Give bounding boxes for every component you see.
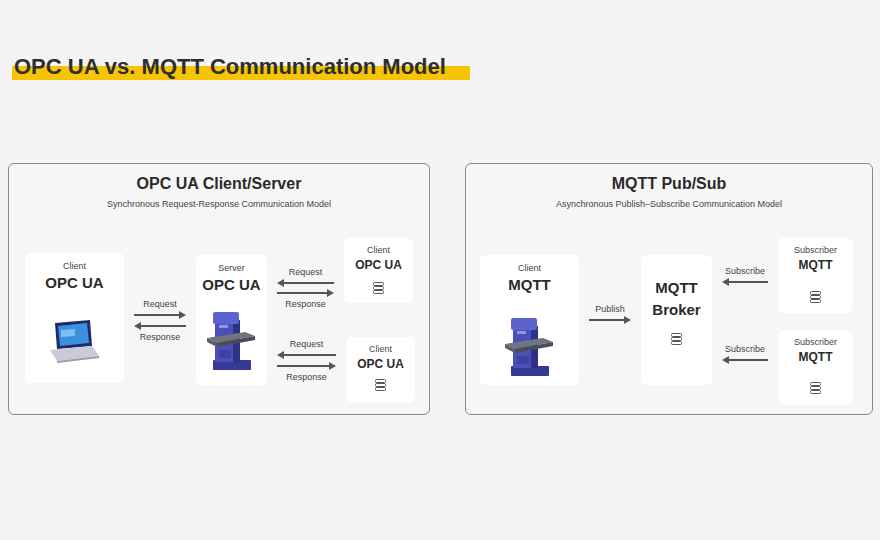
node-protocol: OPC UA bbox=[346, 357, 415, 372]
message-arrow bbox=[277, 351, 336, 359]
node-protocol: MQTT bbox=[778, 350, 853, 365]
message-arrow bbox=[277, 289, 334, 297]
node-protocol: OPC UA bbox=[344, 258, 413, 273]
device-card: ServerOPC UA bbox=[196, 255, 267, 385]
arrow-head bbox=[722, 356, 729, 364]
arrow-line bbox=[277, 292, 328, 294]
diagram-title: OPC UA vs. MQTT Communication Model bbox=[14, 53, 446, 81]
device-card: ClientOPC UA bbox=[344, 238, 413, 303]
node-role: Client bbox=[346, 343, 415, 355]
message-arrow bbox=[277, 362, 336, 370]
message-arrow bbox=[134, 322, 186, 330]
panel-heading: OPC UA Client/Server bbox=[9, 174, 429, 194]
server-icon bbox=[672, 334, 682, 345]
arrow-head bbox=[722, 278, 729, 286]
server-icon bbox=[811, 383, 821, 394]
device-card: SubscriberMQTT bbox=[778, 238, 853, 313]
message-arrow bbox=[589, 316, 631, 324]
arrow-line bbox=[283, 354, 336, 356]
message-arrow bbox=[722, 278, 768, 286]
node-role: Client bbox=[344, 244, 413, 256]
node-protocol: OPC UA bbox=[25, 274, 124, 292]
node-role: Subscriber bbox=[778, 336, 853, 348]
machine-icon bbox=[505, 318, 553, 376]
machine-icon bbox=[207, 312, 255, 370]
panel-subtitle: Asynchronous Publish–Subscribe Communica… bbox=[466, 198, 872, 210]
node-protocol: MQTT bbox=[778, 258, 853, 273]
node-role: Subscriber bbox=[778, 244, 853, 256]
arrow-head bbox=[277, 351, 284, 359]
server-icon bbox=[811, 292, 821, 303]
node-protocol: OPC UA bbox=[196, 276, 267, 294]
arrow-line bbox=[728, 281, 768, 283]
node-protocol: MQTT bbox=[480, 276, 579, 294]
node-role: Client bbox=[480, 262, 579, 274]
server-icon bbox=[376, 380, 386, 391]
group-panel: OPC UA Client/ServerSynchronous Request-… bbox=[8, 163, 430, 415]
device-card: ClientMQTT bbox=[480, 255, 579, 385]
arrow-head bbox=[277, 279, 284, 287]
server-icon bbox=[374, 283, 384, 294]
broker-box: MQTT Broker bbox=[641, 255, 712, 385]
arrow-head bbox=[179, 311, 186, 319]
node-role: Client bbox=[25, 260, 124, 272]
device-card: ClientOPC UA bbox=[25, 253, 124, 383]
arrow-line bbox=[140, 325, 186, 327]
message-arrow bbox=[277, 279, 334, 287]
arrow-line bbox=[283, 282, 334, 284]
arrow-head bbox=[329, 362, 336, 370]
laptop-icon bbox=[50, 320, 99, 363]
arrow-line bbox=[589, 319, 625, 321]
panel-subtitle: Synchronous Request-Response Communicati… bbox=[9, 198, 429, 210]
arrow-head bbox=[624, 316, 631, 324]
arrow-head bbox=[134, 322, 141, 330]
group-panel: MQTT Pub/SubAsynchronous Publish–Subscri… bbox=[465, 163, 873, 415]
device-card: SubscriberMQTT bbox=[778, 330, 853, 405]
message-arrow bbox=[134, 311, 186, 319]
message-arrow bbox=[722, 356, 768, 364]
panel-heading: MQTT Pub/Sub bbox=[466, 174, 872, 194]
broker-name: MQTT Broker bbox=[641, 277, 712, 321]
node-role: Server bbox=[196, 262, 267, 274]
device-card: ClientOPC UA bbox=[346, 337, 415, 402]
arrow-line bbox=[277, 365, 330, 367]
arrow-head bbox=[327, 289, 334, 297]
arrow-line bbox=[134, 314, 180, 316]
arrow-line bbox=[728, 359, 768, 361]
